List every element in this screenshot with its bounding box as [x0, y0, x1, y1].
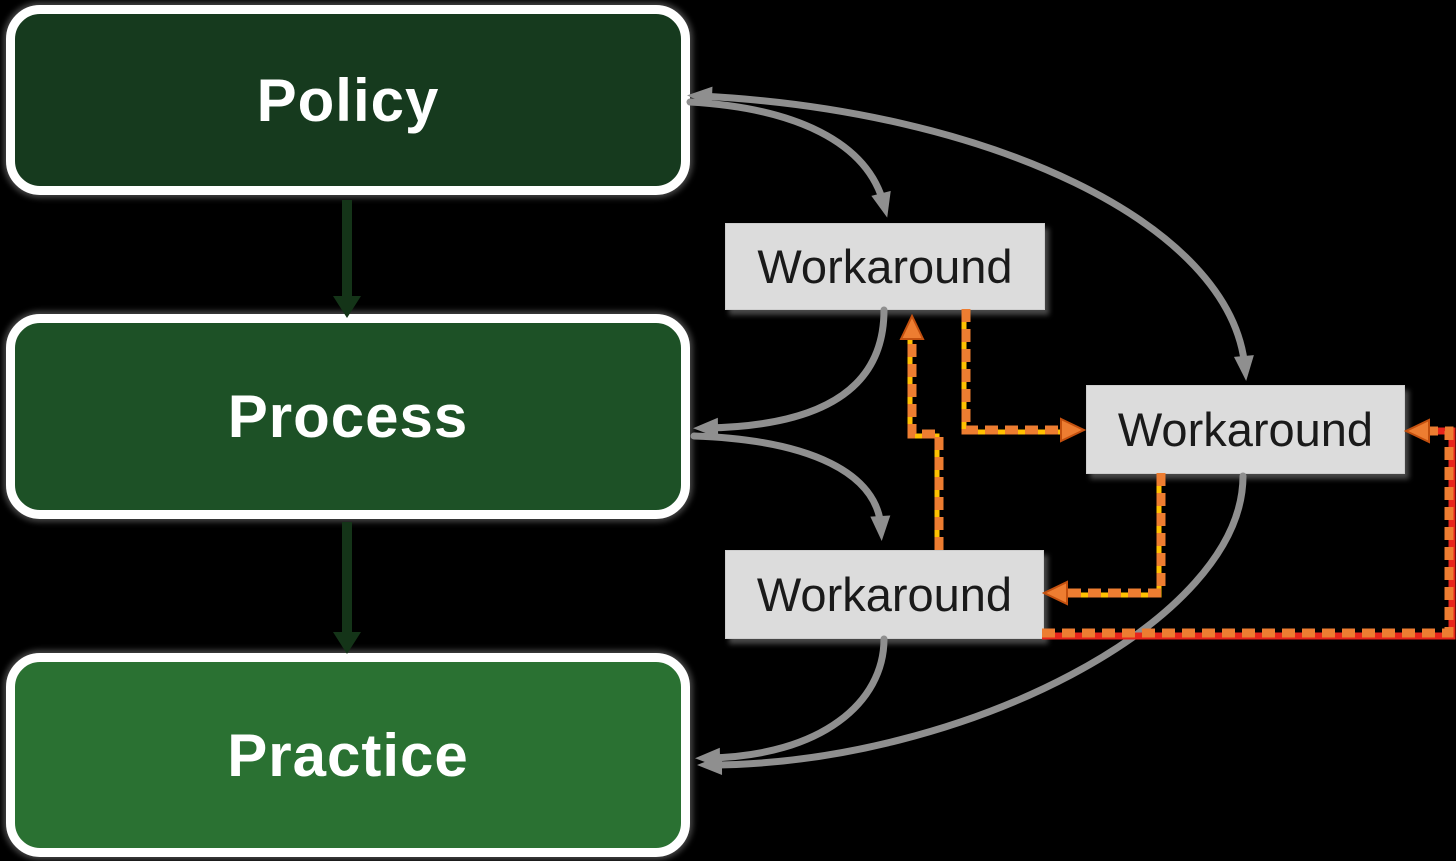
edge-wtop-to-wright-underlay [961, 309, 1070, 435]
node-workaround-bottom: Workaround [725, 550, 1044, 639]
edge-process-to-workaround-bottom [690, 432, 891, 541]
node-workaround-right-label: Workaround [1117, 403, 1374, 456]
edge-workaround-top-to-workaround-right [961, 309, 1070, 430]
edge-process-to-practice-head [333, 632, 361, 654]
node-workaround-right: Workaround [1086, 385, 1405, 474]
node-workaround-top: Workaround [725, 223, 1045, 310]
node-process: Process [6, 314, 690, 519]
edge-workaround-bottom-to-workaround-top [912, 330, 944, 550]
node-policy: Policy [6, 5, 690, 195]
edge-workaround-top-to-process [693, 306, 888, 438]
node-process-label: Process [227, 383, 469, 450]
node-practice: Practice [6, 653, 690, 857]
edge-workaround-bottom-to-practice [695, 635, 888, 768]
node-workaround-top-label: Workaround [757, 240, 1013, 293]
edge-wbottom-to-wtop-underlay [907, 330, 940, 550]
node-workaround-bottom-label: Workaround [756, 568, 1013, 621]
edge-policy-to-workaround-top [686, 98, 891, 218]
edge-wright-to-wbottom-underlay [1058, 473, 1162, 598]
edge-workaround-right-to-workaround-bottom [1058, 473, 1166, 593]
node-practice-label: Practice [227, 721, 469, 789]
node-policy-label: Policy [256, 66, 440, 134]
